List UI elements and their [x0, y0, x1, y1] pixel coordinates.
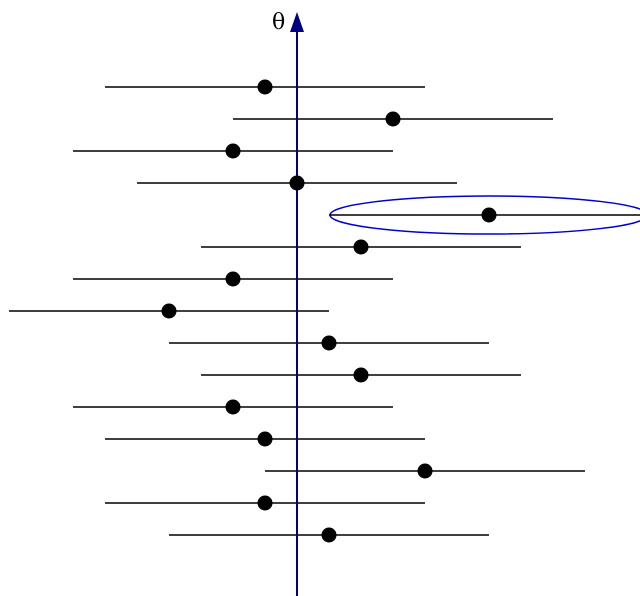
estimate-dot-15	[321, 527, 337, 543]
estimate-dot-3	[225, 143, 241, 159]
estimate-dot-6	[353, 239, 369, 255]
estimate-dot-1	[257, 79, 273, 95]
estimate-dot-5	[481, 207, 497, 223]
estimate-dot-4	[289, 175, 305, 191]
theta-axis-arrow-icon	[290, 12, 304, 32]
estimate-dot-8	[161, 303, 177, 319]
estimate-dot-13	[417, 463, 433, 479]
estimate-dot-2	[385, 111, 401, 127]
estimate-dot-10	[353, 367, 369, 383]
axis-layer: θ	[272, 10, 304, 596]
intervals-layer	[9, 86, 640, 536]
estimate-dot-11	[225, 399, 241, 415]
estimates-layer	[161, 79, 497, 543]
highlight-ellipse-5	[329, 195, 640, 235]
theta-axis-label: θ	[272, 10, 285, 35]
highlight-layer	[329, 195, 640, 235]
estimate-dot-14	[257, 495, 273, 511]
estimate-dot-9	[321, 335, 337, 351]
estimate-dot-7	[225, 271, 241, 287]
estimate-dot-12	[257, 431, 273, 447]
